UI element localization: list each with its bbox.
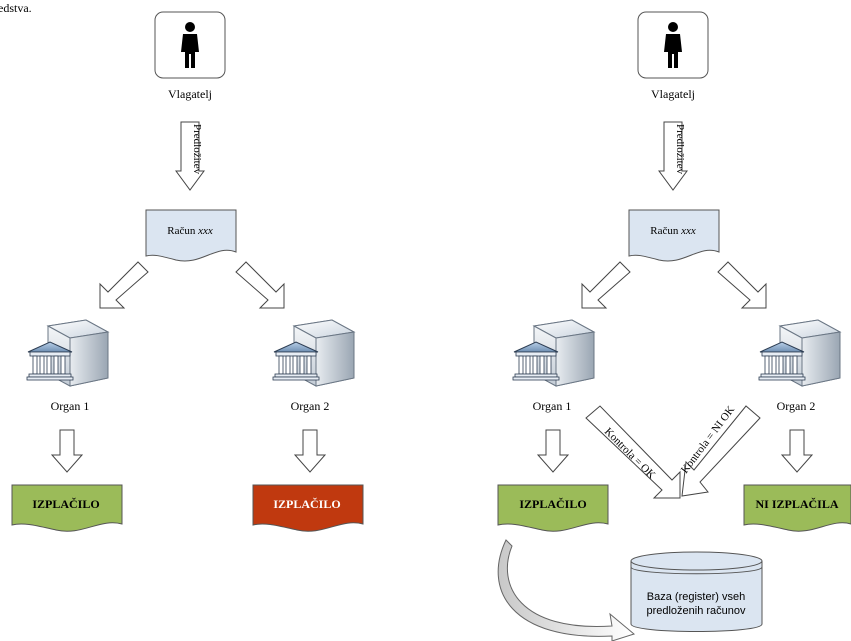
database-register: Baza (register) vseh predloženih računov — [630, 551, 763, 632]
organ2-icon — [758, 319, 841, 387]
outcome2-document: NI IZPLAČILA — [743, 484, 851, 532]
person-label: Vlagatelj — [651, 87, 695, 101]
outcome2-document: IZPLAČILO — [252, 484, 364, 532]
organ1-down-arrow — [537, 429, 569, 473]
account-document: Račun xxx — [145, 209, 237, 262]
outcome1-document: IZPLAČILO — [11, 484, 123, 532]
submit-arrow: Predložitev — [175, 121, 205, 191]
outcome2-label: NI IZPLAČILA — [755, 497, 838, 511]
organ2-icon — [272, 319, 355, 387]
diag-arrow-right — [717, 261, 767, 309]
check-ok-arrow: Kontrola = OK — [585, 405, 681, 499]
diag-arrow-right — [235, 261, 285, 309]
submit-label: Predložitev — [674, 124, 686, 175]
database-label-line1: Baza (register) vseh — [647, 591, 745, 603]
account-label: Račun xxx — [167, 225, 213, 237]
organ2-down-arrow — [294, 429, 326, 473]
organ1-icon — [26, 319, 109, 387]
left-diagram: Vlagatelj Predložitev Račun xxx Organ 1 … — [11, 11, 364, 532]
outcome1-label: IZPLAČILO — [32, 497, 99, 511]
account-label: Račun xxx — [650, 225, 696, 237]
database-label-line2: predloženih računov — [646, 605, 746, 617]
organ2-down-arrow — [781, 429, 813, 473]
outcome2-label: IZPLAČILO — [273, 497, 340, 511]
person-icon — [637, 11, 709, 79]
person-label: Vlagatelj — [168, 87, 212, 101]
person-icon — [154, 11, 226, 79]
right-diagram: Vlagatelj Predložitev Račun xxx Organ 1 … — [497, 11, 851, 641]
organ1-icon — [512, 319, 595, 387]
top-fragment-text: edstva. — [0, 1, 32, 15]
check-notok-arrow: Kontrola = NI OK — [679, 404, 761, 497]
check-ok-label: Kontrola = OK — [602, 426, 658, 482]
organ1-down-arrow — [51, 429, 83, 473]
organ1-label: Organ 1 — [51, 399, 90, 413]
outcome1-document: IZPLAČILO — [497, 484, 609, 532]
organ1-label: Organ 1 — [533, 399, 572, 413]
diag-arrow-left — [99, 261, 149, 309]
organ2-label: Organ 2 — [291, 399, 330, 413]
organ2-label: Organ 2 — [777, 399, 816, 413]
diag-arrow-left — [581, 261, 631, 309]
outcome1-label: IZPLAČILO — [519, 497, 586, 511]
submit-label: Predložitev — [191, 124, 203, 175]
curved-arrow-to-database — [497, 539, 636, 641]
account-document: Račun xxx — [628, 209, 720, 262]
submit-arrow: Predložitev — [658, 121, 688, 191]
